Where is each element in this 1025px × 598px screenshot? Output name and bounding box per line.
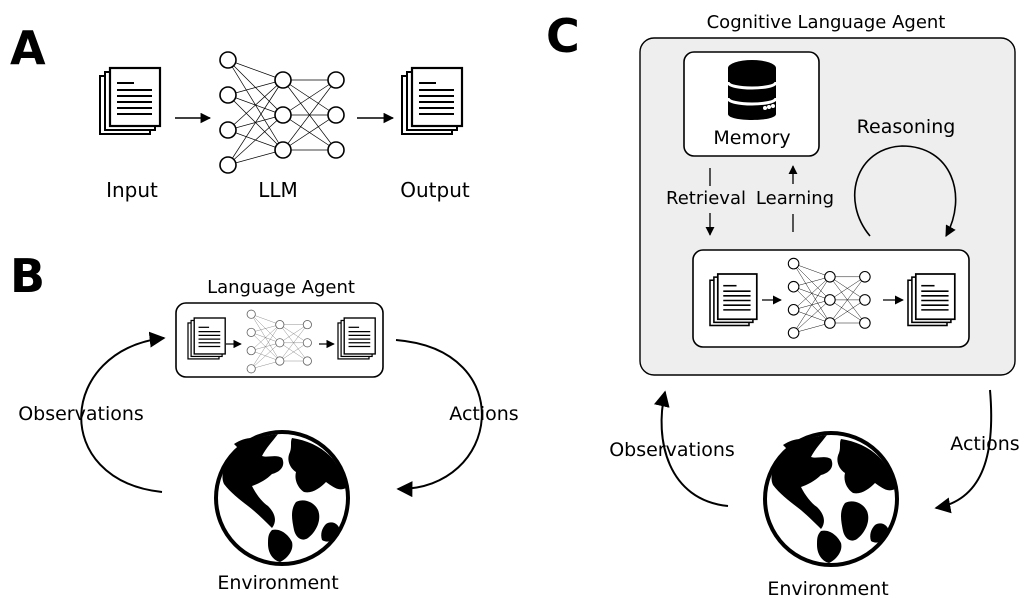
agent-output-document-stack-icon [337, 317, 376, 360]
core-output-document-stack-icon [907, 273, 956, 327]
input-label: Input [106, 178, 158, 202]
actions-arrow-icon [395, 339, 483, 498]
language-agent-label: Language Agent [207, 277, 355, 298]
output-document-stack-icon [400, 66, 464, 136]
panel-b: B Language Agent Observations Actions En… [10, 249, 519, 594]
output-label: Output [400, 178, 470, 202]
reasoning-label: Reasoning [857, 116, 956, 138]
panel-a: A Input LLM Output [10, 21, 470, 202]
database-icon [726, 58, 778, 122]
environment-globe-icon [214, 430, 350, 566]
c-environment-globe-icon [763, 431, 899, 567]
environment-label: Environment [217, 572, 338, 594]
panel-c: C Cognitive Language Agent Memory Retrie… [546, 9, 1020, 598]
actions-label: Actions [449, 403, 518, 425]
observations-label: Observations [18, 403, 144, 425]
panel-c-letter: C [546, 9, 580, 63]
reasoning-loop-arrow-icon [854, 145, 957, 237]
learning-label: Learning [756, 188, 834, 209]
core-input-document-stack-icon [709, 273, 758, 327]
c-actions-arrow-icon [934, 389, 993, 514]
agent-input-document-stack-icon [187, 317, 226, 360]
input-document-stack-icon [98, 66, 162, 136]
c-observations-arrow-icon [653, 390, 729, 507]
llm-label: LLM [258, 178, 298, 202]
panel-a-letter: A [10, 21, 46, 75]
retrieval-label: Retrieval [666, 188, 746, 209]
c-observations-label: Observations [609, 439, 735, 461]
cognitive-language-agent-label: Cognitive Language Agent [707, 12, 946, 33]
panel-b-letter: B [10, 249, 45, 303]
c-environment-label: Environment [767, 578, 888, 598]
memory-label: Memory [713, 127, 790, 149]
observations-arrow-icon [80, 331, 166, 493]
llm-neural-network-icon [219, 51, 345, 174]
c-actions-label: Actions [950, 433, 1019, 455]
